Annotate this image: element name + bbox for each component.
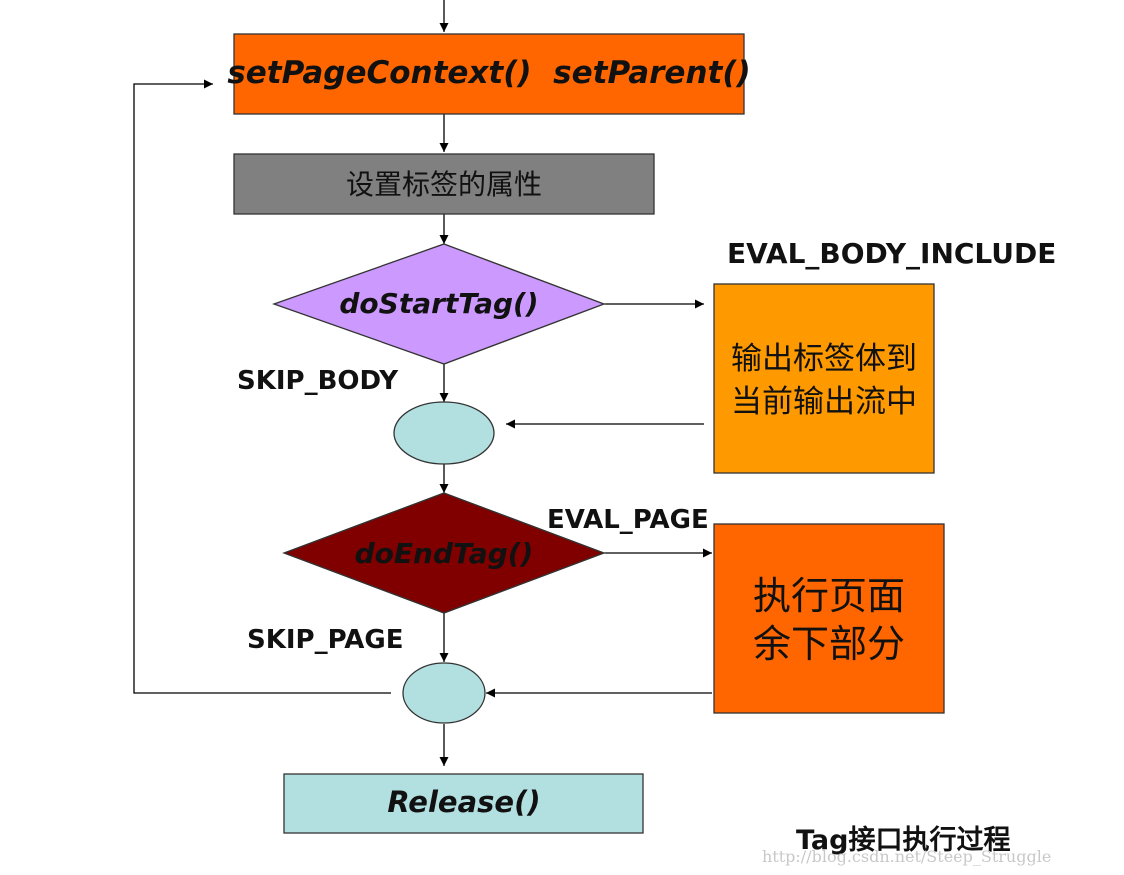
set-context-label: setPageContext() setParent() [227,55,750,91]
skip-body-label: SKIP_BODY [237,366,399,396]
output-body-box [713,283,935,474]
set-attrs-node: 设置标签的属性 [233,153,655,215]
watermark: http://blog.csdn.net/Steep_Struggle [762,847,1051,866]
diagram-caption: Tag接口执行过程 [796,824,1010,856]
release-label: Release() [387,785,540,819]
set-context-node: setPageContext() setParent() [227,33,751,115]
do-end-tag-label: doEndTag() [355,537,534,570]
release-node: Release() [283,773,644,834]
skip-page-label: SKIP_PAGE [247,625,404,655]
exec-rest-box [713,523,945,714]
set-attrs-label: 设置标签的属性 [346,168,542,201]
do-start-tag-node: doStartTag() [272,243,606,365]
connectors [133,0,712,766]
junction-1 [393,401,495,465]
eval-body-include-label: EVAL_BODY_INCLUDE [727,237,1056,270]
do-end-tag-diamond [282,492,606,614]
output-body-line1: 输出标签体到 [731,341,917,377]
output-body-node: 输出标签体到 当前输出流中 [713,283,935,474]
output-body-line2: 当前输出流中 [731,384,917,420]
exec-rest-line2: 余下部分 [753,622,905,666]
junction-2 [402,662,486,724]
loop-back-arrow [133,79,391,694]
set-context-box [233,33,745,115]
exec-rest-line1: 执行页面 [753,574,905,618]
do-end-tag-node: doEndTag() [282,492,606,614]
do-start-tag-diamond [272,243,606,365]
exec-rest-node: 执行页面 余下部分 [713,523,945,714]
eval-page-label: EVAL_PAGE [547,505,709,535]
do-start-tag-label: doStartTag() [339,287,538,320]
set-attrs-box [233,153,655,215]
release-box [283,773,644,834]
